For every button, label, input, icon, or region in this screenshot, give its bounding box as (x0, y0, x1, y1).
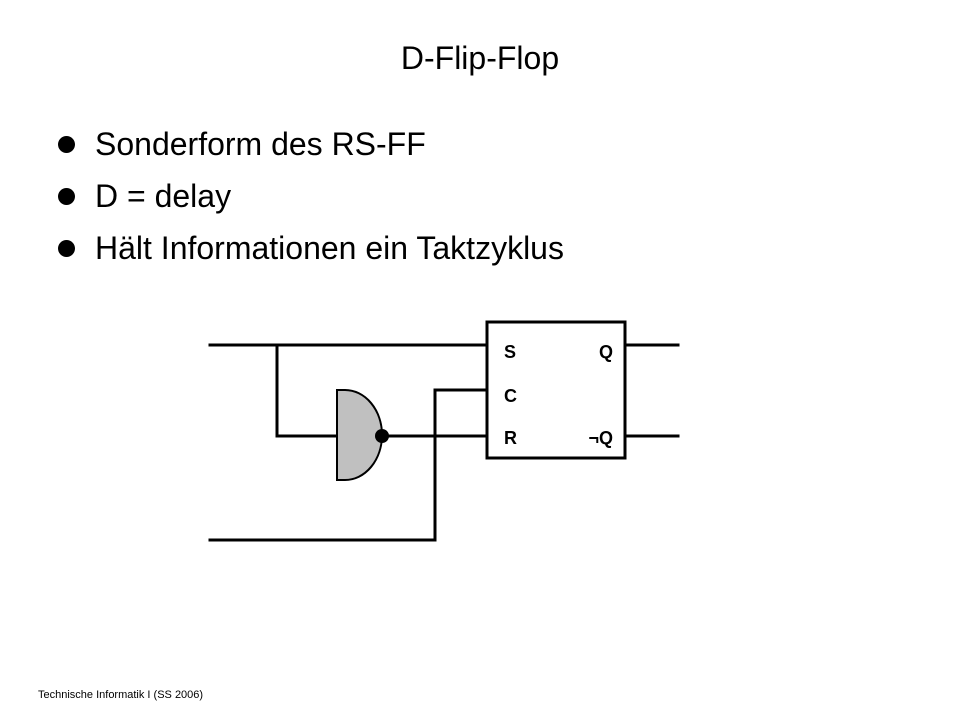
bullet-dot-icon (58, 136, 75, 153)
bullet-dot-icon (58, 240, 75, 257)
flip-flop-box (485, 320, 627, 460)
ff-input-label-r: R (504, 428, 517, 448)
ff-output-label-not-q: ¬Q (588, 428, 613, 448)
footer-text: Technische Informatik I (SS 2006) (38, 689, 204, 701)
inverter-bubble-icon (375, 429, 389, 443)
ff-input-label-s: S (504, 342, 516, 362)
slide-title: D-Flip-Flop (400, 40, 560, 76)
bullet-item: Hält Informationen ein Taktzyklus (58, 222, 564, 274)
bullet-dot-icon (58, 188, 75, 205)
bullet-list: Sonderform des RS-FF D = delay Hält Info… (58, 118, 564, 274)
bullet-text: D = delay (95, 178, 232, 214)
bullet-item: Sonderform des RS-FF (58, 118, 564, 170)
branch-wire-to-gate (275, 343, 339, 438)
ff-input-label-c: C (504, 386, 517, 406)
wires (208, 343, 680, 542)
ff-output-label-q: Q (599, 342, 613, 362)
bullet-item: D = delay (58, 170, 564, 222)
bullet-text: Hält Informationen ein Taktzyklus (95, 230, 564, 266)
clock-wire (208, 388, 489, 542)
bullet-text: Sonderform des RS-FF (95, 126, 426, 162)
